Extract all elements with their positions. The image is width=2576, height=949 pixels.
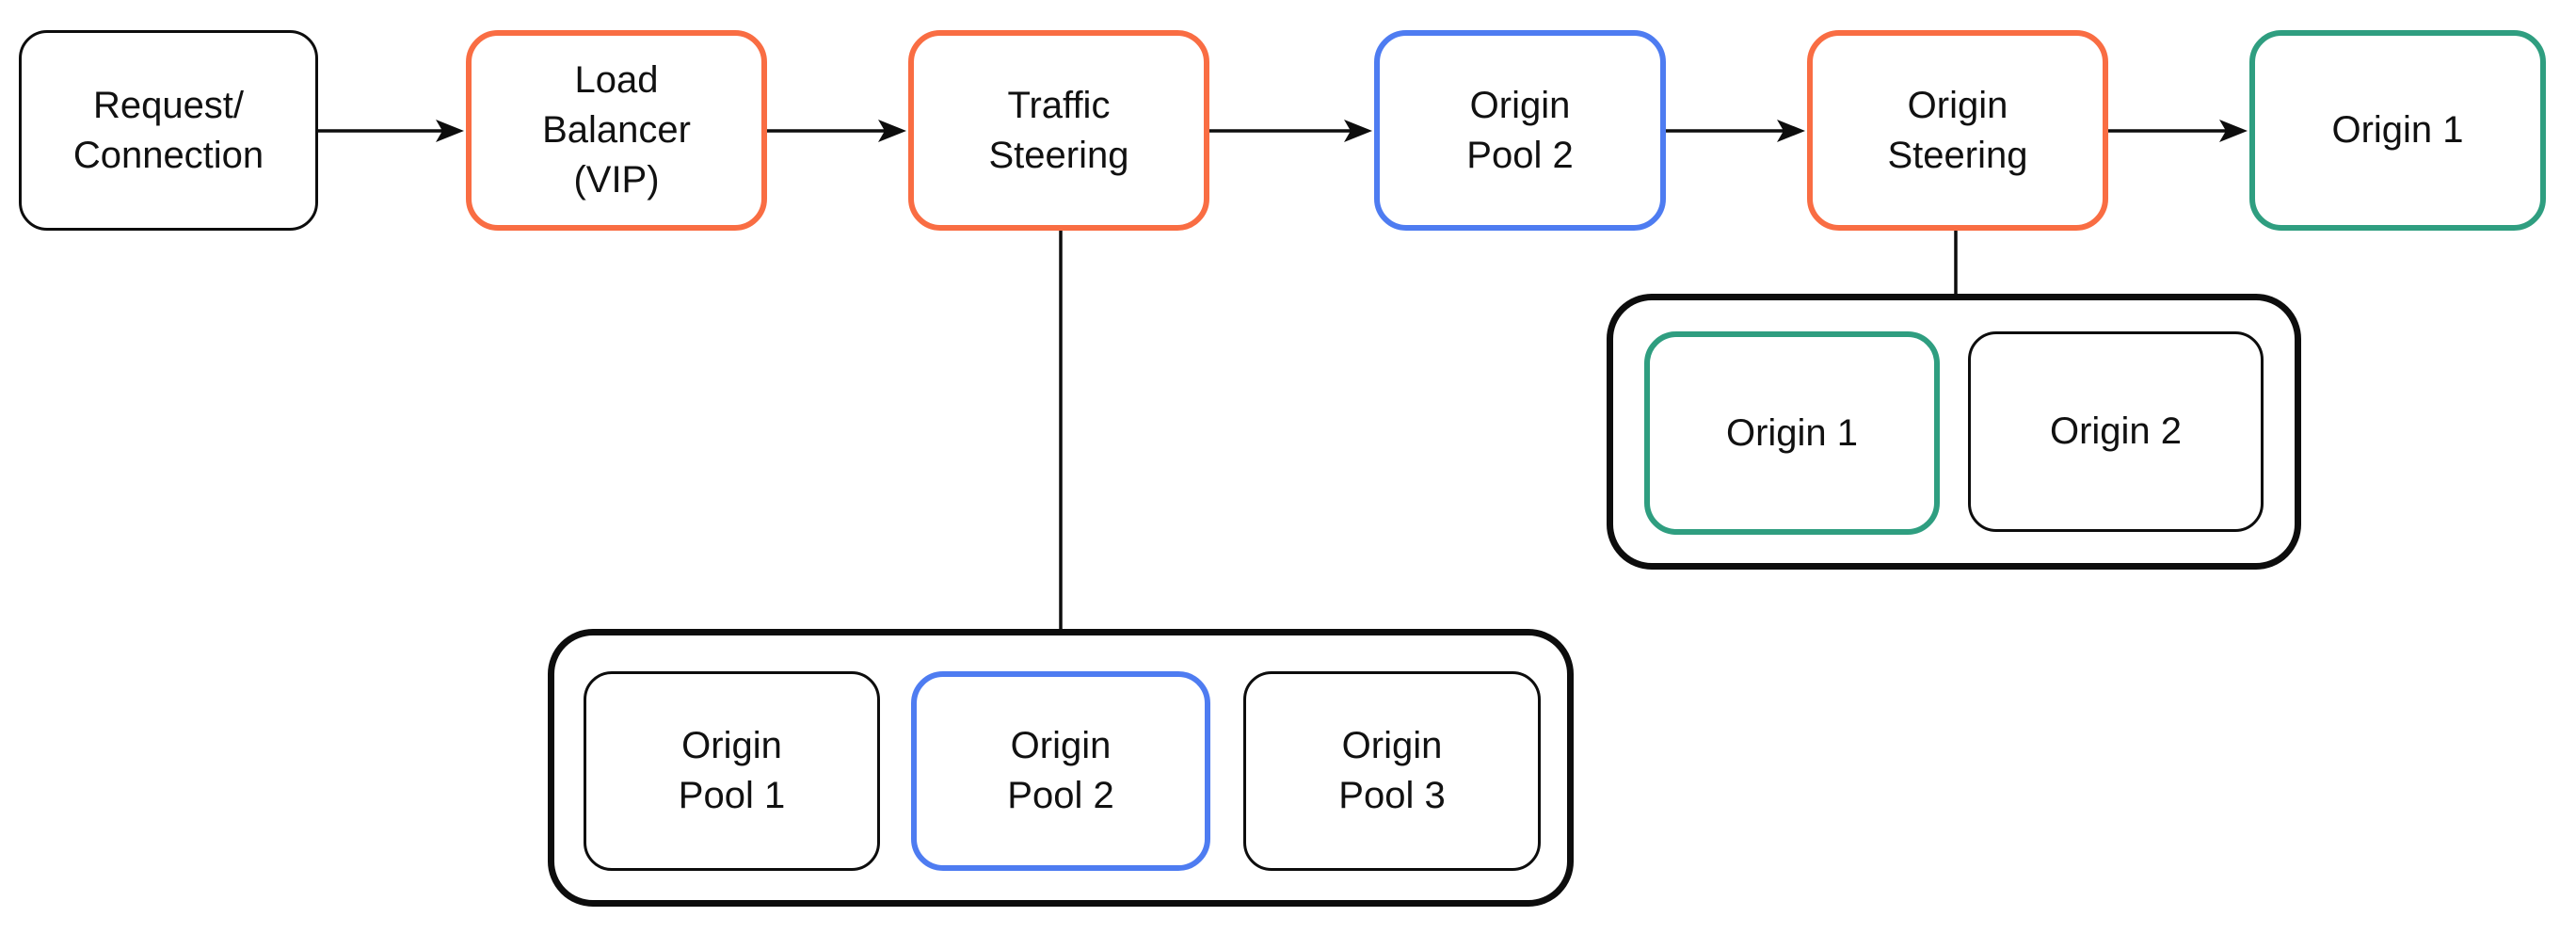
arrowhead-icon: [2219, 120, 2248, 142]
node-label: Origin 1: [2331, 109, 2464, 152]
node-origin-1-selected: Origin 1: [2249, 30, 2546, 231]
arrowhead-icon: [878, 120, 906, 142]
node-label: Traffic Steering: [988, 84, 1129, 176]
node-request-connection: Request/ Connection: [19, 30, 318, 231]
node-origin-steering: Origin Steering: [1807, 30, 2108, 231]
node-origin-pool-2: Origin Pool 2: [911, 671, 1210, 871]
arrowhead-icon: [1777, 120, 1805, 142]
node-traffic-steering: Traffic Steering: [908, 30, 1209, 231]
node-load-balancer-vip: Load Balancer (VIP): [466, 30, 767, 231]
node-label: Origin Pool 2: [1007, 725, 1114, 816]
node-label: Load Balancer (VIP): [542, 59, 691, 201]
node-label: Origin 2: [2049, 410, 2183, 453]
node-label: Origin Pool 1: [678, 725, 786, 816]
node-origin-2: Origin 2: [1968, 331, 2264, 532]
arrowhead-icon: [436, 120, 464, 142]
arrowhead-icon: [1344, 120, 1372, 142]
node-origin-1: Origin 1: [1644, 331, 1940, 535]
node-label: Origin 1: [1725, 411, 1859, 454]
node-origin-pool-2-selected: Origin Pool 2: [1374, 30, 1666, 231]
node-label: Origin Pool 3: [1338, 725, 1446, 816]
node-origin-pool-1: Origin Pool 1: [584, 671, 880, 871]
node-label: Origin Steering: [1887, 84, 2028, 176]
node-label: Origin Pool 2: [1466, 84, 1574, 176]
node-label: Request/ Connection: [72, 84, 264, 176]
node-origin-pool-3: Origin Pool 3: [1243, 671, 1541, 871]
